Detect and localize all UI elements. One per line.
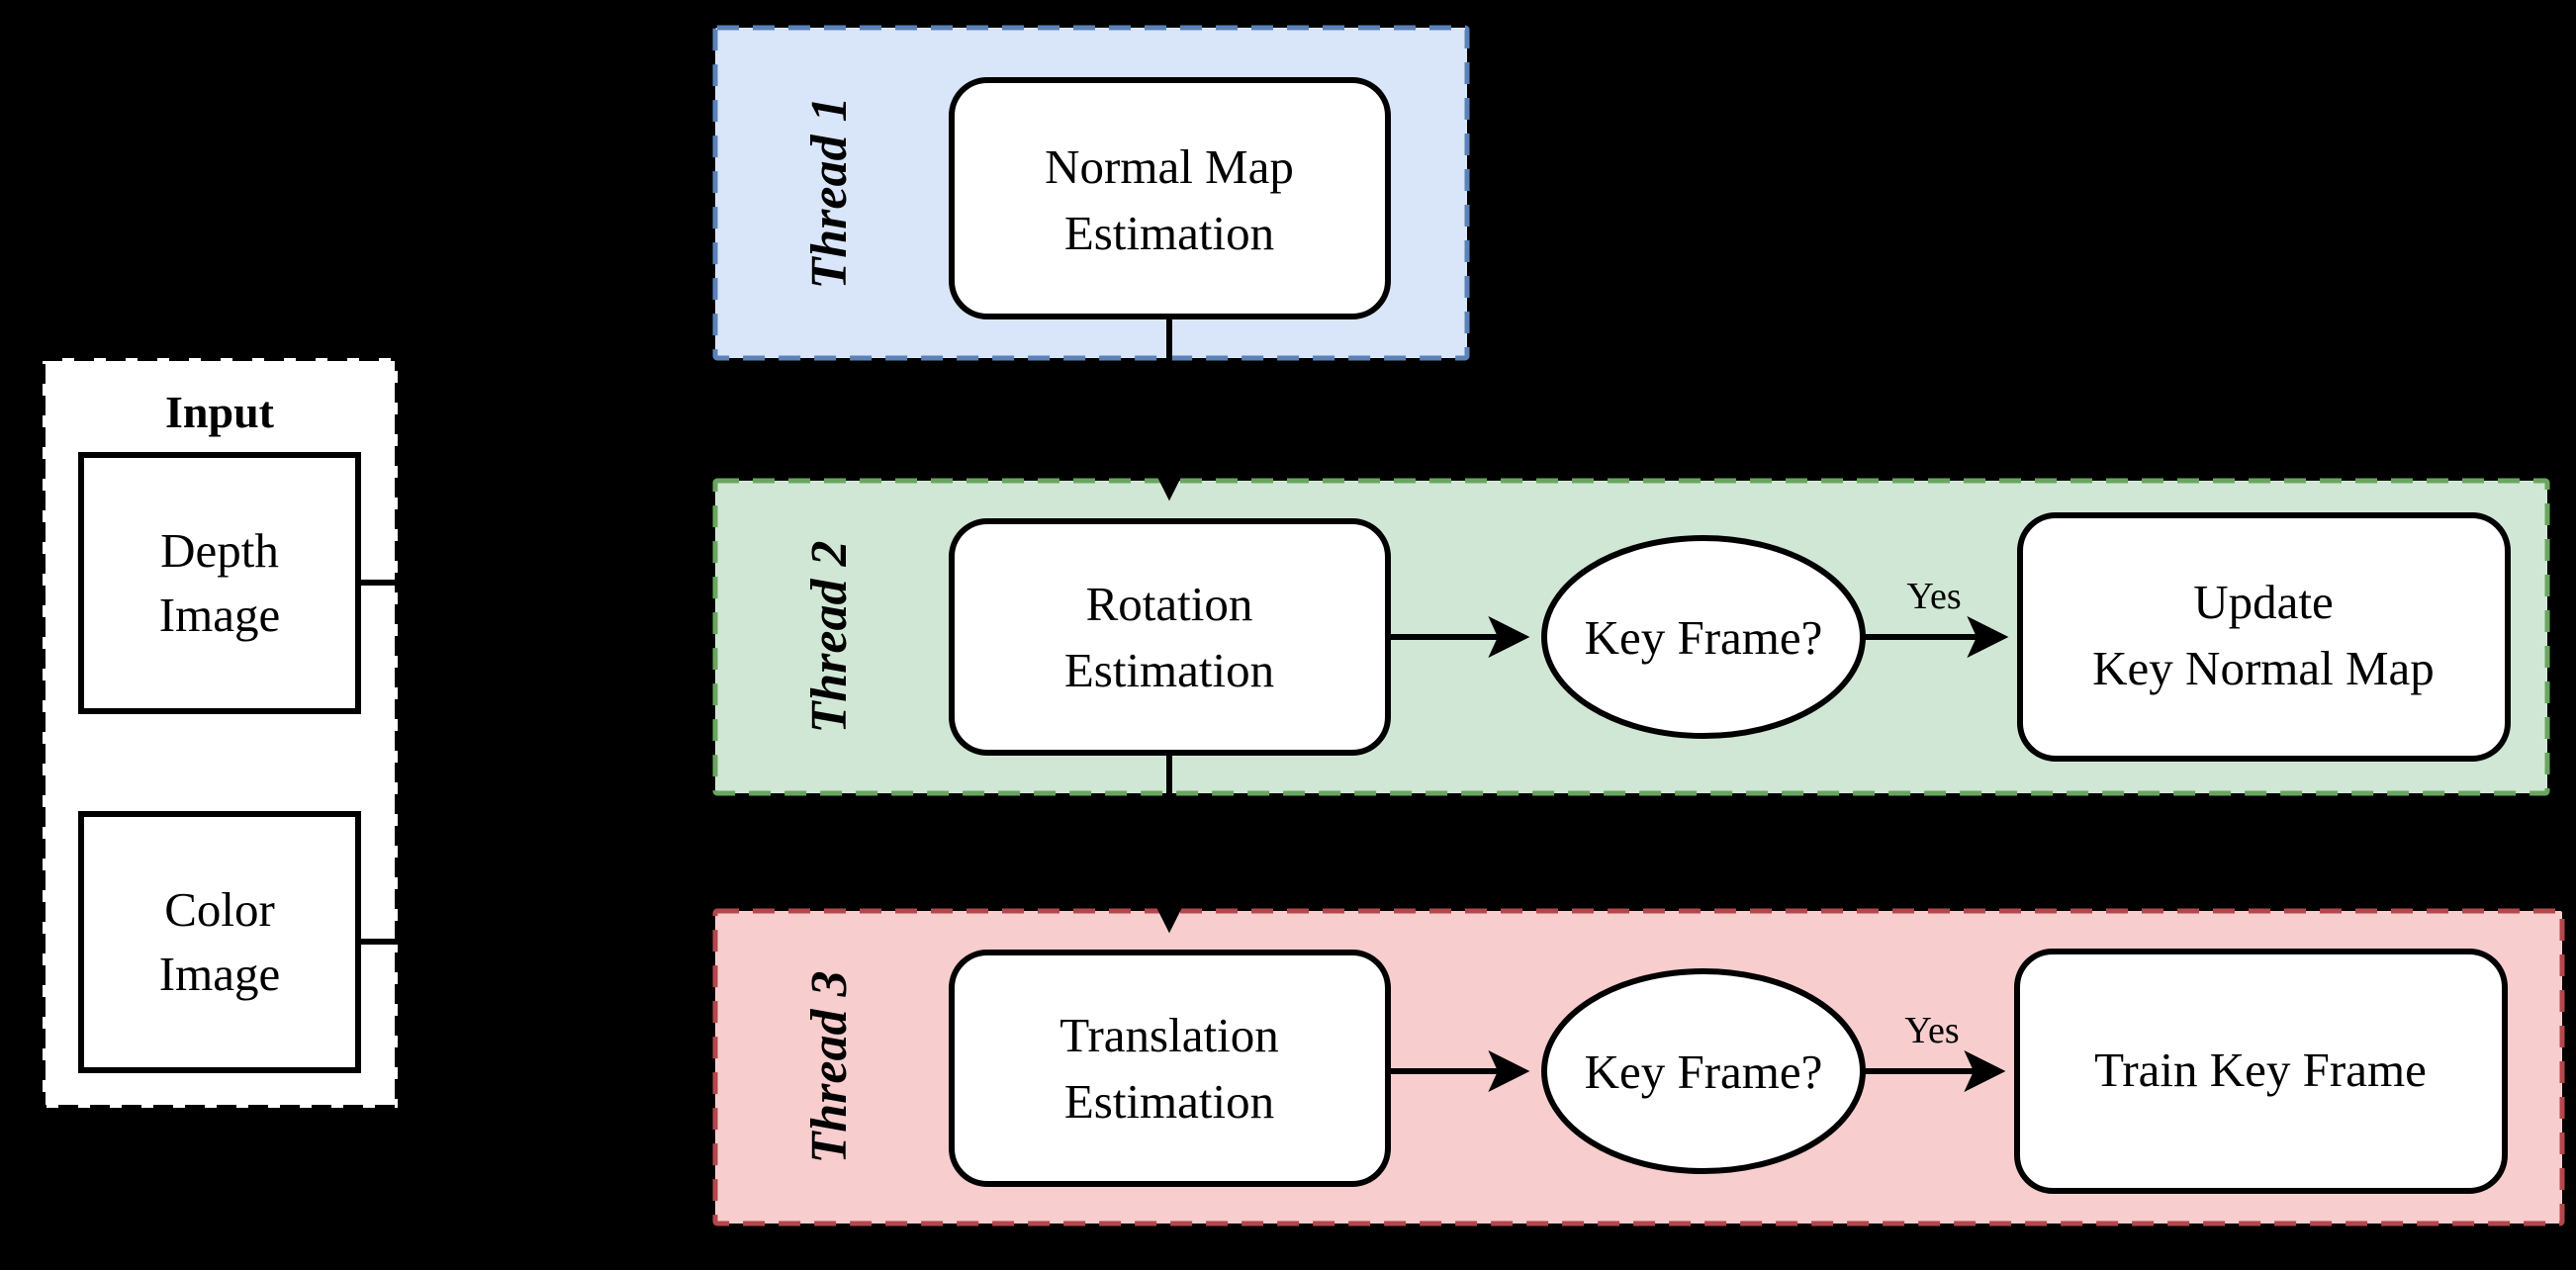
train-key-frame-label: Train Key Frame (2094, 1043, 2427, 1097)
depth-image-label-line2: Image (159, 588, 280, 642)
node-train-key-frame[interactable]: Train Key Frame (2014, 949, 2508, 1194)
normal-map-estimation-line1: Normal Map (1045, 139, 1294, 194)
color-image-box[interactable] (78, 811, 361, 1073)
rotation-estimation-line2: Estimation (1064, 643, 1274, 697)
translation-estimation-line1: Translation (1059, 1008, 1278, 1062)
thread-band-1-label: Thread 1 (801, 97, 858, 290)
color-image-label-line2: Image (159, 947, 280, 1001)
edge-label-yes-thread2: Yes (1906, 576, 1961, 617)
thread-band-3-label: Thread 3 (801, 971, 858, 1164)
thread-band-2-label: Thread 2 (801, 541, 858, 734)
normal-map-estimation-line2: Estimation (1064, 206, 1274, 260)
depth-image-label-line1: Depth (160, 523, 279, 578)
node-key-frame-decision-thread2[interactable]: Key Frame? (1541, 535, 1866, 739)
input-panel-title: Input (165, 387, 275, 437)
input-panel: Input Depth Image Color Image (40, 355, 401, 1111)
rotation-estimation-line1: Rotation (1086, 577, 1253, 631)
update-key-normal-map-line1: Update (2193, 575, 2334, 629)
edge-label-yes-thread3: Yes (1904, 1010, 1959, 1051)
key-frame-decision-thread2-label: Key Frame? (1585, 610, 1823, 665)
update-key-normal-map-line2: Key Normal Map (2092, 641, 2435, 695)
translation-estimation-line2: Estimation (1064, 1074, 1274, 1129)
depth-image-box[interactable] (78, 452, 361, 714)
node-normal-map-estimation[interactable]: Normal Map Estimation (949, 77, 1391, 319)
node-update-key-normal-map[interactable]: Update Key Normal Map (2017, 512, 2511, 762)
node-key-frame-decision-thread3[interactable]: Key Frame? (1541, 968, 1866, 1174)
color-image-label-line1: Color (164, 882, 275, 937)
key-frame-decision-thread3-label: Key Frame? (1585, 1044, 1823, 1099)
node-translation-estimation[interactable]: Translation Estimation (949, 950, 1391, 1187)
node-rotation-estimation[interactable]: Rotation Estimation (949, 518, 1391, 756)
